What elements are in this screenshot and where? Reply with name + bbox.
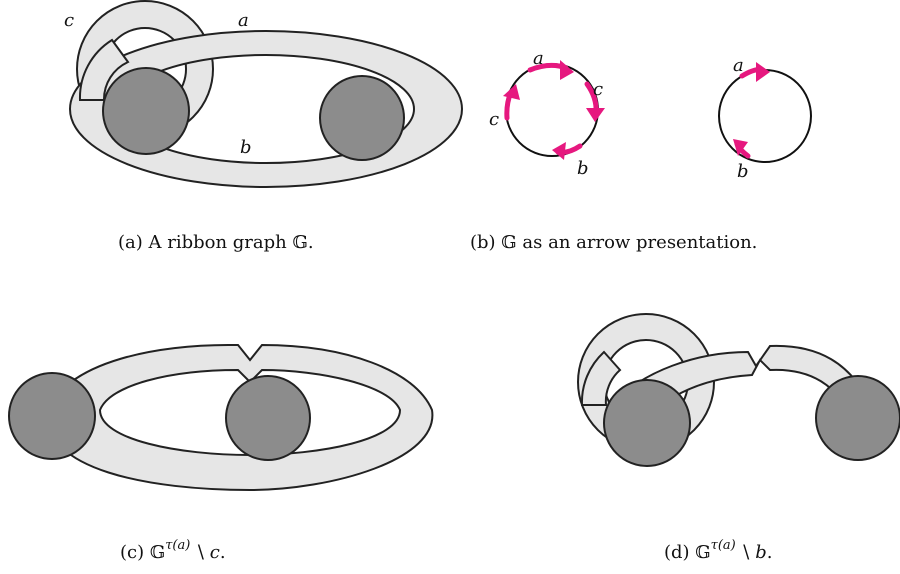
- arrow-label-c-left: c: [489, 109, 499, 130]
- arrow-a-top: [527, 60, 574, 80]
- panel-a-ribbon-graph: c a b: [64, 0, 464, 188]
- arrow-label-c-right: c: [593, 79, 603, 100]
- arrow-a-right-vertex: [739, 62, 770, 82]
- arrow-b-right-vertex: [733, 139, 751, 159]
- edge-label-c: c: [64, 10, 74, 31]
- arrow-label-a-2: a: [733, 55, 744, 76]
- arrow-vertex-right: [718, 69, 812, 163]
- arrow-b-bottom: [552, 142, 583, 160]
- vertex-right: [319, 75, 405, 161]
- panel-d-ribbon-graph: [577, 312, 900, 467]
- panel-c-ribbon-graph: [8, 343, 434, 492]
- panel-b-arrow-presentation: a c c b a b: [489, 48, 812, 182]
- arrow-label-a: a: [533, 48, 544, 69]
- arrow-label-b: b: [577, 158, 589, 179]
- caption-c: (c) 𝔾τ(a)∖c.: [120, 538, 226, 563]
- edge-label-b: b: [240, 137, 252, 158]
- arrow-c-right: [584, 81, 605, 122]
- vertex-d-left: [603, 379, 691, 467]
- caption-b: (b) 𝔾 as an arrow presentation.: [470, 232, 757, 253]
- arrow-c-left: [503, 84, 520, 121]
- vertex-c-left: [8, 372, 96, 460]
- arrow-label-b-2: b: [737, 161, 749, 182]
- caption-d: (d) 𝔾τ(a)∖b.: [664, 538, 773, 563]
- vertex-c-right: [225, 375, 311, 461]
- caption-a: (a) A ribbon graph 𝔾.: [118, 232, 314, 253]
- vertex-d-right: [815, 375, 900, 461]
- edge-label-a: a: [238, 10, 249, 31]
- arrow-vertex-left: [505, 63, 599, 157]
- ribbon-edges-a-b: [68, 30, 464, 188]
- vertex-left: [102, 67, 190, 155]
